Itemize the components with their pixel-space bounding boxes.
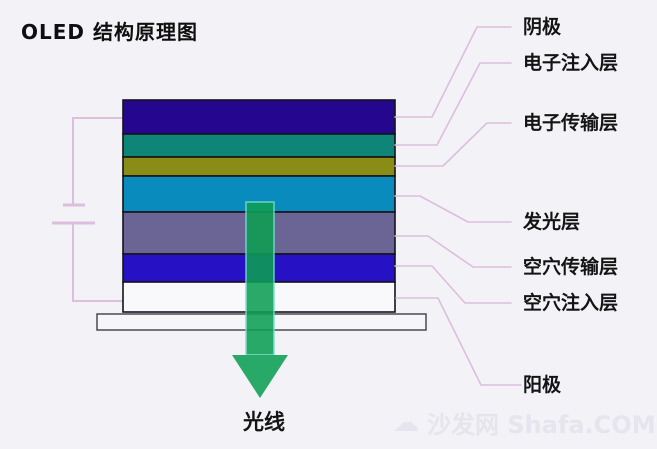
cloud-icon: ☁ <box>393 407 419 438</box>
label-electron-transport: 电子传输层 <box>523 112 619 134</box>
connector-cathode <box>394 26 512 118</box>
battery-symbol <box>52 117 123 302</box>
connector-anode <box>395 297 522 386</box>
watermark: ☁ 沙发网 Shafa.COM <box>393 405 656 440</box>
layer-rect-electron-injection <box>122 133 396 158</box>
connector-hole-injection <box>394 265 512 304</box>
label-hole-transport: 空穴传输层 <box>523 256 619 278</box>
connector-emissive <box>394 195 512 223</box>
layer-rect-cathode <box>122 99 396 135</box>
connector-hole-transport <box>394 235 512 268</box>
label-cathode: 阴极 <box>523 16 562 38</box>
diagram-title: OLED 结构原理图 <box>21 20 198 44</box>
light-ray-label: 光线 <box>243 410 285 434</box>
battery-bottom-wire <box>72 223 123 302</box>
label-hole-injection: 空穴注入层 <box>523 292 619 314</box>
light-arrow-shaft <box>245 201 275 356</box>
label-electron-injection: 电子注入层 <box>523 52 619 74</box>
label-connector-lines <box>394 26 522 386</box>
connector-electron-injection <box>394 62 512 146</box>
light-arrow-head <box>232 355 288 398</box>
light-arrow <box>232 201 288 398</box>
layer-rect-electron-transport <box>122 156 396 177</box>
battery-top-wire <box>72 117 123 205</box>
connector-electron-transport <box>394 122 512 167</box>
label-emissive: 发光层 <box>523 211 581 233</box>
label-anode: 阳极 <box>523 374 562 396</box>
watermark-text: 沙发网 Shafa.COM <box>427 411 656 439</box>
